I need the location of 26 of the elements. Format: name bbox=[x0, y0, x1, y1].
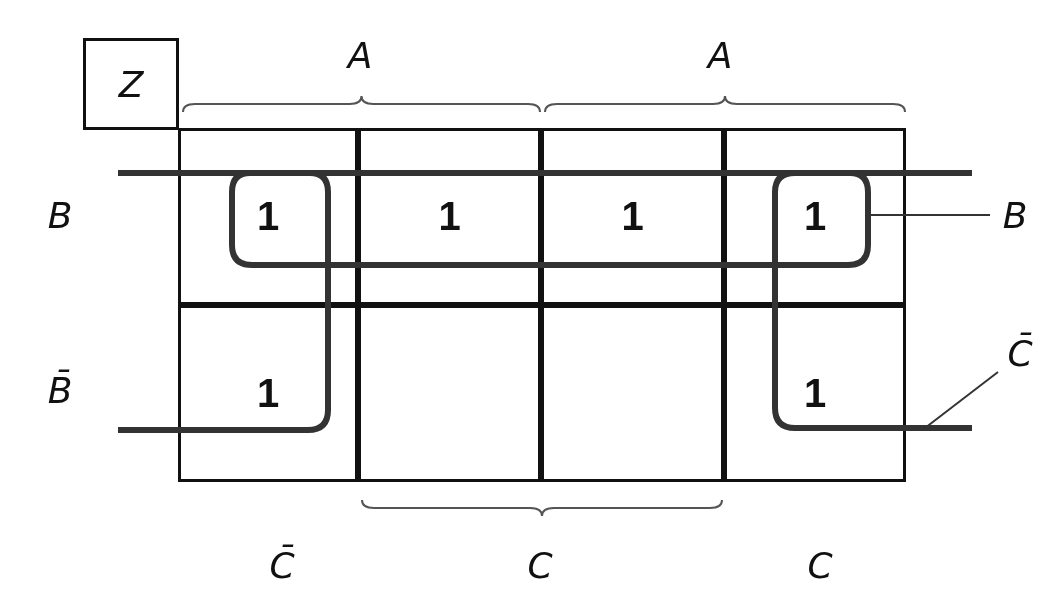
variable-label: B bbox=[47, 194, 73, 236]
cell-value: 1 bbox=[256, 371, 280, 416]
cell-value: 1 bbox=[256, 194, 280, 239]
empty-map-cell bbox=[541, 305, 724, 482]
cell-value: 1 bbox=[803, 371, 827, 416]
group-loop bbox=[115, 170, 975, 433]
variable-label: A bbox=[347, 34, 373, 76]
variable-label: B bbox=[1002, 194, 1028, 236]
cell-value: 1 bbox=[803, 194, 827, 239]
cell-value: 1 bbox=[438, 194, 461, 239]
cell-value: 1 bbox=[621, 194, 644, 239]
map-cell bbox=[178, 305, 358, 482]
empty-map-cell bbox=[358, 305, 541, 482]
map-cell bbox=[358, 128, 541, 305]
variable-label: C̄ bbox=[269, 544, 295, 586]
variable-label: C̄ bbox=[1007, 332, 1033, 374]
map-cell bbox=[178, 128, 358, 305]
variable-label: C bbox=[807, 544, 833, 586]
map-cell bbox=[541, 128, 724, 305]
map-cell bbox=[724, 305, 906, 482]
variable-label: B̄ bbox=[47, 369, 73, 411]
variable-label: A bbox=[707, 34, 733, 76]
variable-label: C bbox=[527, 544, 553, 586]
output-box bbox=[83, 38, 179, 130]
map-cell bbox=[724, 128, 906, 305]
output-name: Z bbox=[118, 63, 144, 105]
